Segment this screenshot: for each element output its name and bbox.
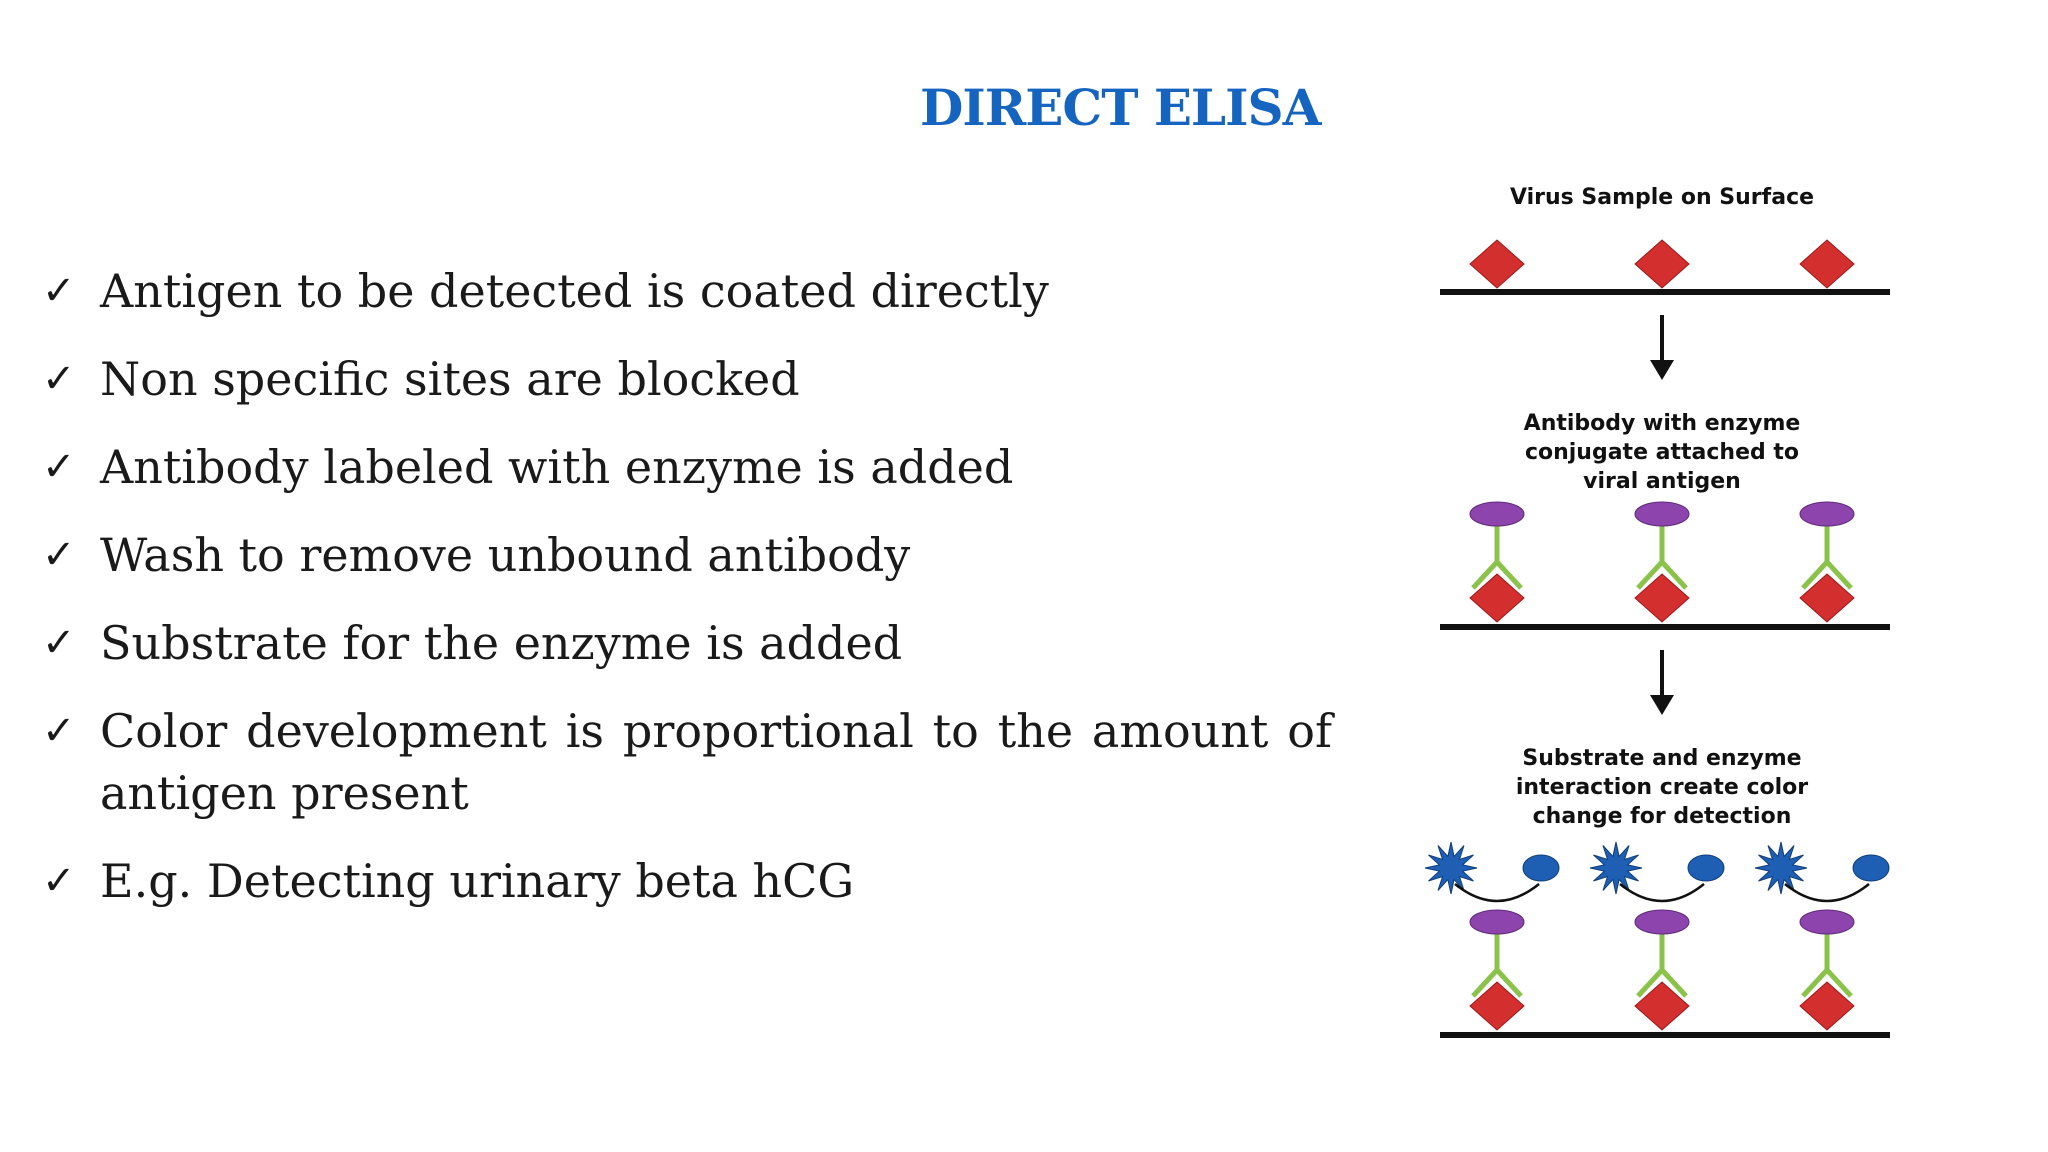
antigen-diamond-icon (1799, 239, 1855, 289)
substrate-star-icon (1589, 841, 1643, 895)
check-icon: ✓ (42, 858, 76, 904)
antibody-complex-row (1469, 501, 1855, 623)
step3-label-line: interaction create color (1516, 775, 1808, 800)
slide-title: DIRECT ELISA (920, 78, 1321, 137)
product-circle-icon (1687, 854, 1725, 882)
antibody-y-icon (1471, 930, 1523, 998)
reaction-arc (1619, 883, 1705, 903)
antigen-diamond-icon (1469, 239, 1525, 289)
check-icon: ✓ (42, 708, 76, 754)
elisa-diagram-svg: Virus Sample on Surface Antibody with en… (1424, 185, 1890, 1038)
product-circle-icon (1522, 854, 1560, 882)
antigen-diamond-icon (1799, 573, 1855, 623)
bullet-item: ✓ Color development is proportional to th… (42, 700, 1332, 824)
down-arrow-icon (1650, 315, 1674, 380)
substrate-star-icon (1424, 841, 1478, 895)
step2-label-line: viral antigen (1583, 469, 1741, 494)
enzyme-ellipse-icon (1799, 501, 1855, 527)
bullet-text: Color development is proportional to the… (100, 704, 1332, 820)
enzyme-ellipse-icon (1469, 501, 1525, 527)
step2-label-line: conjugate attached to (1525, 440, 1799, 465)
bullet-text: E.g. Detecting urinary beta hCG (100, 854, 855, 908)
antigen-diamond-icon (1634, 573, 1690, 623)
bullet-item: ✓ Antibody labeled with enzyme is added (42, 436, 1332, 498)
down-arrow-icon (1650, 650, 1674, 715)
antigen-diamond-icon (1799, 981, 1855, 1031)
bullet-item: ✓ Non specific sites are blocked (42, 348, 1332, 410)
antigen-diamond-icon (1469, 573, 1525, 623)
antibody-complex-row (1469, 909, 1855, 1031)
bullet-list: ✓ Antigen to be detected is coated direct… (42, 260, 1332, 938)
step1-label: Virus Sample on Surface (1510, 185, 1814, 210)
bullet-text: Wash to remove unbound antibody (100, 528, 911, 582)
bullet-item: ✓ E.g. Detecting urinary beta hCG (42, 850, 1332, 912)
elisa-diagram: Virus Sample on Surface Antibody with en… (1400, 180, 1920, 1060)
antigen-diamond-icon (1634, 981, 1690, 1031)
bullet-text: Antigen to be detected is coated directl… (100, 264, 1049, 318)
antigen-diamond-icon (1469, 981, 1525, 1031)
antibody-y-icon (1801, 930, 1853, 998)
check-icon: ✓ (42, 532, 76, 578)
check-icon: ✓ (42, 268, 76, 314)
enzyme-ellipse-icon (1634, 909, 1690, 935)
check-icon: ✓ (42, 356, 76, 402)
step3-label-line: change for detection (1533, 804, 1792, 829)
bullet-item: ✓ Antigen to be detected is coated direct… (42, 260, 1332, 322)
check-icon: ✓ (42, 620, 76, 666)
bullet-text: Substrate for the enzyme is added (100, 616, 903, 670)
check-icon: ✓ (42, 444, 76, 490)
substrate-reaction-row (1424, 841, 1890, 903)
step2-label-line: Antibody with enzyme (1524, 411, 1801, 436)
step3-label-line: Substrate and enzyme (1522, 746, 1801, 771)
reaction-arc (1454, 883, 1540, 903)
bullet-text: Non specific sites are blocked (100, 352, 800, 406)
enzyme-ellipse-icon (1799, 909, 1855, 935)
enzyme-ellipse-icon (1634, 501, 1690, 527)
antibody-y-icon (1636, 522, 1688, 590)
antibody-y-icon (1471, 522, 1523, 590)
bullet-text: Antibody labeled with enzyme is added (100, 440, 1014, 494)
antibody-y-icon (1801, 522, 1853, 590)
title-area: DIRECT ELISA (0, 78, 2048, 158)
bullet-item: ✓ Substrate for the enzyme is added (42, 612, 1332, 674)
reaction-arc (1784, 883, 1870, 903)
enzyme-ellipse-icon (1469, 909, 1525, 935)
bullet-item: ✓ Wash to remove unbound antibody (42, 524, 1332, 586)
substrate-star-icon (1754, 841, 1808, 895)
antigen-diamond-icon (1634, 239, 1690, 289)
product-circle-icon (1852, 854, 1890, 882)
antibody-y-icon (1636, 930, 1688, 998)
